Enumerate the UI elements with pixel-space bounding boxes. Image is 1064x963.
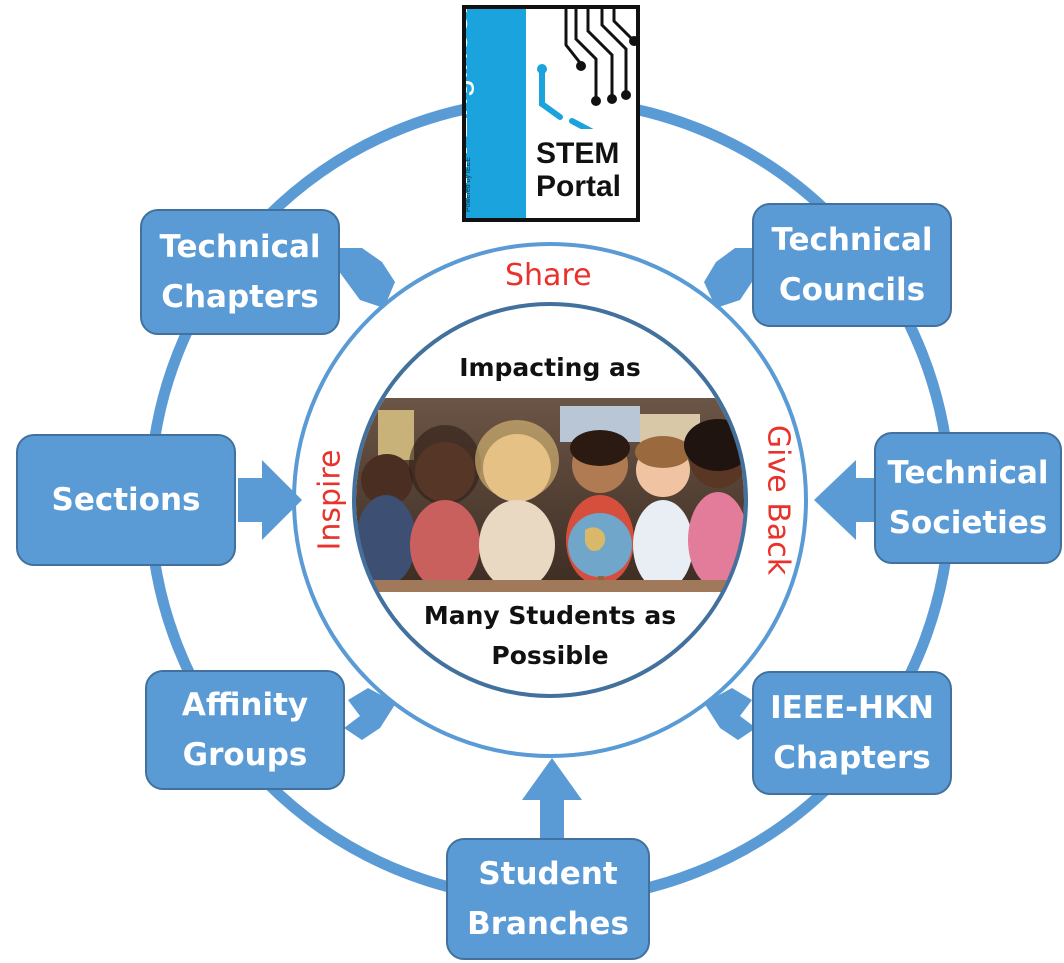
node-label-line-1: Technical [887, 455, 1049, 491]
node-label-line-2: Groups [182, 737, 308, 773]
node-label-line-2: Branches [467, 906, 629, 942]
arrow-technical-societies [814, 460, 878, 540]
center-line-3: Possible [491, 641, 609, 670]
node-label-line-1: Affinity [181, 687, 309, 723]
logo-stem: STEM [536, 137, 620, 170]
center-line-1: Impacting as [459, 353, 641, 382]
arrow-technical-chapters [338, 248, 395, 308]
children-photo [356, 398, 744, 592]
node-label-line-1: Student [478, 856, 618, 892]
verb-share: Share [505, 258, 592, 293]
logo-try: TRY [462, 139, 475, 206]
arrow-sections [238, 460, 302, 540]
circuit-icon [537, 9, 636, 129]
verb-inspire: Inspire [312, 449, 348, 551]
node-student-branches: Student Branches [446, 838, 650, 960]
node-technical-societies: Technical Societies [874, 432, 1062, 564]
node-technical-councils: Technical Councils [752, 203, 952, 327]
arrows [238, 248, 878, 840]
arrow-technical-councils [704, 248, 760, 308]
arrow-affinity-groups [344, 688, 396, 740]
verb-give-back: Give Back [760, 424, 796, 576]
node-technical-chapters: Technical Chapters [140, 209, 340, 335]
node-sections: Sections [16, 434, 236, 566]
logo-blue-band [466, 9, 526, 218]
node-label-line-1: IEEE-HKN [770, 690, 934, 726]
arrow-student-branches [522, 758, 582, 840]
try-engineering-stem-portal-logo: Powered by IEEE TRYEngineering™ STEM Po [462, 5, 640, 222]
arrow-ieee-hkn [704, 688, 756, 740]
node-label-line-2: Societies [888, 505, 1048, 541]
node-label-line-2: Chapters [161, 279, 319, 315]
node-label-line-2: Chapters [773, 740, 931, 776]
node-label-line-2: Councils [778, 272, 926, 308]
logo-engineering: Engineering [462, 5, 475, 140]
node-affinity-groups: Affinity Groups [145, 670, 345, 790]
logo-portal: Portal [536, 170, 622, 203]
node-label-line-1: Technical [771, 222, 933, 258]
node-ieee-hkn-chapters: IEEE-HKN Chapters [752, 671, 952, 795]
node-label-line-1: Technical [159, 229, 321, 265]
logo-stem-portal: STEM Portal [536, 137, 621, 203]
center-line-2: Many Students as [423, 601, 677, 630]
node-label-line-1: Sections [51, 482, 201, 518]
logo-try-engineering: TRYEngineering™ [462, 9, 476, 206]
